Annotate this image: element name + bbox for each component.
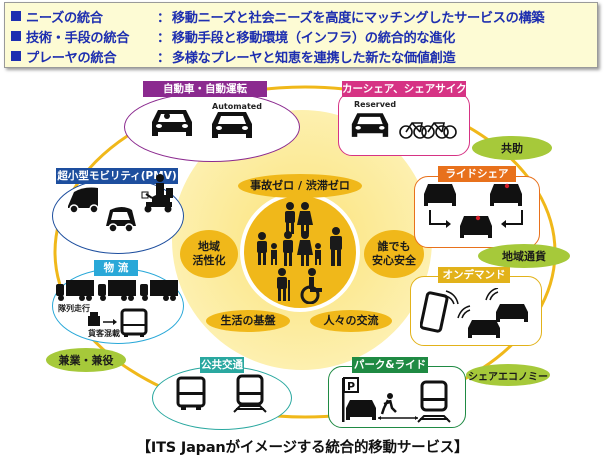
regional-revitalization-text: 地域 活性化 — [192, 240, 226, 267]
header-term: プレーヤの統合 — [26, 50, 117, 66]
park-and-ride-label: パーク&ライド — [352, 357, 428, 373]
label-life-foundation: 生活の基盤 — [206, 310, 290, 332]
public-transport-label: 公共交通 — [200, 357, 244, 373]
car-with-driver-icon — [152, 110, 192, 136]
mixed-cargo-label: 貨客混載 — [88, 329, 120, 338]
scooter-icon — [141, 174, 173, 214]
pmv-label: 超小型モビリティ(PMV) — [56, 168, 178, 184]
sharing-label: カーシェア、シェアサイクル — [342, 81, 477, 97]
people-exchange-text: 人々の交流 — [323, 314, 379, 328]
safety-for-all-text: 誰でも 安心安全 — [372, 240, 416, 267]
life-foundation-text: 生活の基盤 — [220, 314, 276, 328]
label-safety-for-all: 誰でも 安心安全 — [364, 230, 424, 278]
micro-car-icon — [106, 207, 136, 233]
diagram-caption: 【ITS Japanがイメージする統合的移動サービス】 — [136, 440, 469, 456]
header-colon: ： — [157, 30, 170, 46]
park-and-ride-icon: P — [342, 377, 451, 423]
rideshare-cars-icon — [424, 183, 523, 238]
reserved-car-icon — [351, 113, 389, 137]
truck-platoon-icon — [56, 280, 178, 301]
header-description: 多様なプレーヤと知恵を連携した新たな価値創造 — [171, 50, 456, 66]
header-row-players: プレーヤの統合 ： 多様なプレーヤと知恵を連携した新たな価値創造 — [11, 46, 591, 66]
zero-accidents-text: 事故ゼロ / 渋滞ゼロ — [250, 179, 350, 193]
square-bullet-icon — [11, 51, 21, 61]
public-transport-group — [152, 366, 292, 430]
automated-label: 自動車・自動運転 — [143, 81, 267, 97]
automated-tag: Automated — [212, 102, 262, 111]
header-row-needs: ニーズの統合 ： 移動ニーズと社会ニーズを高度にマッチングしたサービスの構築 — [11, 6, 591, 26]
header-term: 技術・手段の統合 — [26, 30, 130, 46]
header-colon: ： — [157, 50, 170, 66]
share-economy-text: シェアエコノミー — [468, 371, 548, 383]
header-description: 移動ニーズと社会ニーズを高度にマッチングしたサービスの構築 — [171, 10, 545, 26]
label-regional-revitalization: 地域 活性化 — [180, 230, 238, 278]
logistics-label: 物 流 — [94, 260, 138, 276]
label-zero-accidents: 事故ゼロ / 渋滞ゼロ — [238, 174, 362, 198]
ondemand-label: オンデマンド — [438, 267, 510, 283]
bus-icon — [176, 376, 206, 410]
header-term: ニーズの統合 — [26, 10, 103, 26]
square-bullet-icon — [11, 11, 21, 21]
parking-sign-text: P — [347, 380, 355, 393]
header-row-tech: 技術・手段の統合 ： 移動手段と移動環境（インフラ）の統合的な進化 — [11, 26, 591, 46]
mutual-aid-text: 共助 — [501, 142, 523, 155]
header-description: 移動手段と移動環境（インフラ）の統合的な進化 — [171, 30, 456, 46]
pmv-car-icon — [68, 187, 99, 214]
cargo-to-bus-icon — [88, 308, 148, 337]
automated-car-icon — [212, 112, 252, 138]
ondemand-smartphone-cars-icon — [420, 288, 528, 338]
sharing-tag: Reserved — [354, 100, 397, 109]
label-people-exchange: 人々の交流 — [310, 310, 392, 332]
header-colon: ： — [157, 10, 170, 26]
platoon-driving-label: 隊列走行 — [58, 304, 90, 313]
pill-share-economy: シェアエコノミー — [466, 364, 550, 386]
multi-role-text: 兼業・兼役 — [58, 354, 114, 367]
mobility-diagram: 事故ゼロ / 渋滞ゼロ 地域 活性化 誰でも 安心安全 生活の基盤 人々の交流 … — [0, 72, 605, 432]
pill-multi-role: 兼業・兼役 — [46, 348, 126, 372]
people-icon — [257, 202, 342, 304]
pill-local-currency: 地域通貨 — [478, 244, 570, 268]
pill-mutual-aid: 共助 — [472, 136, 552, 160]
rideshare-label: ライドシェア — [438, 166, 516, 182]
local-currency-text: 地域通貨 — [502, 250, 546, 263]
header-box: ニーズの統合 ： 移動ニーズと社会ニーズを高度にマッチングしたサービスの構築 技… — [4, 2, 598, 68]
train-icon — [233, 374, 267, 413]
square-bullet-icon — [11, 31, 21, 41]
bicycles-icon — [399, 122, 457, 139]
